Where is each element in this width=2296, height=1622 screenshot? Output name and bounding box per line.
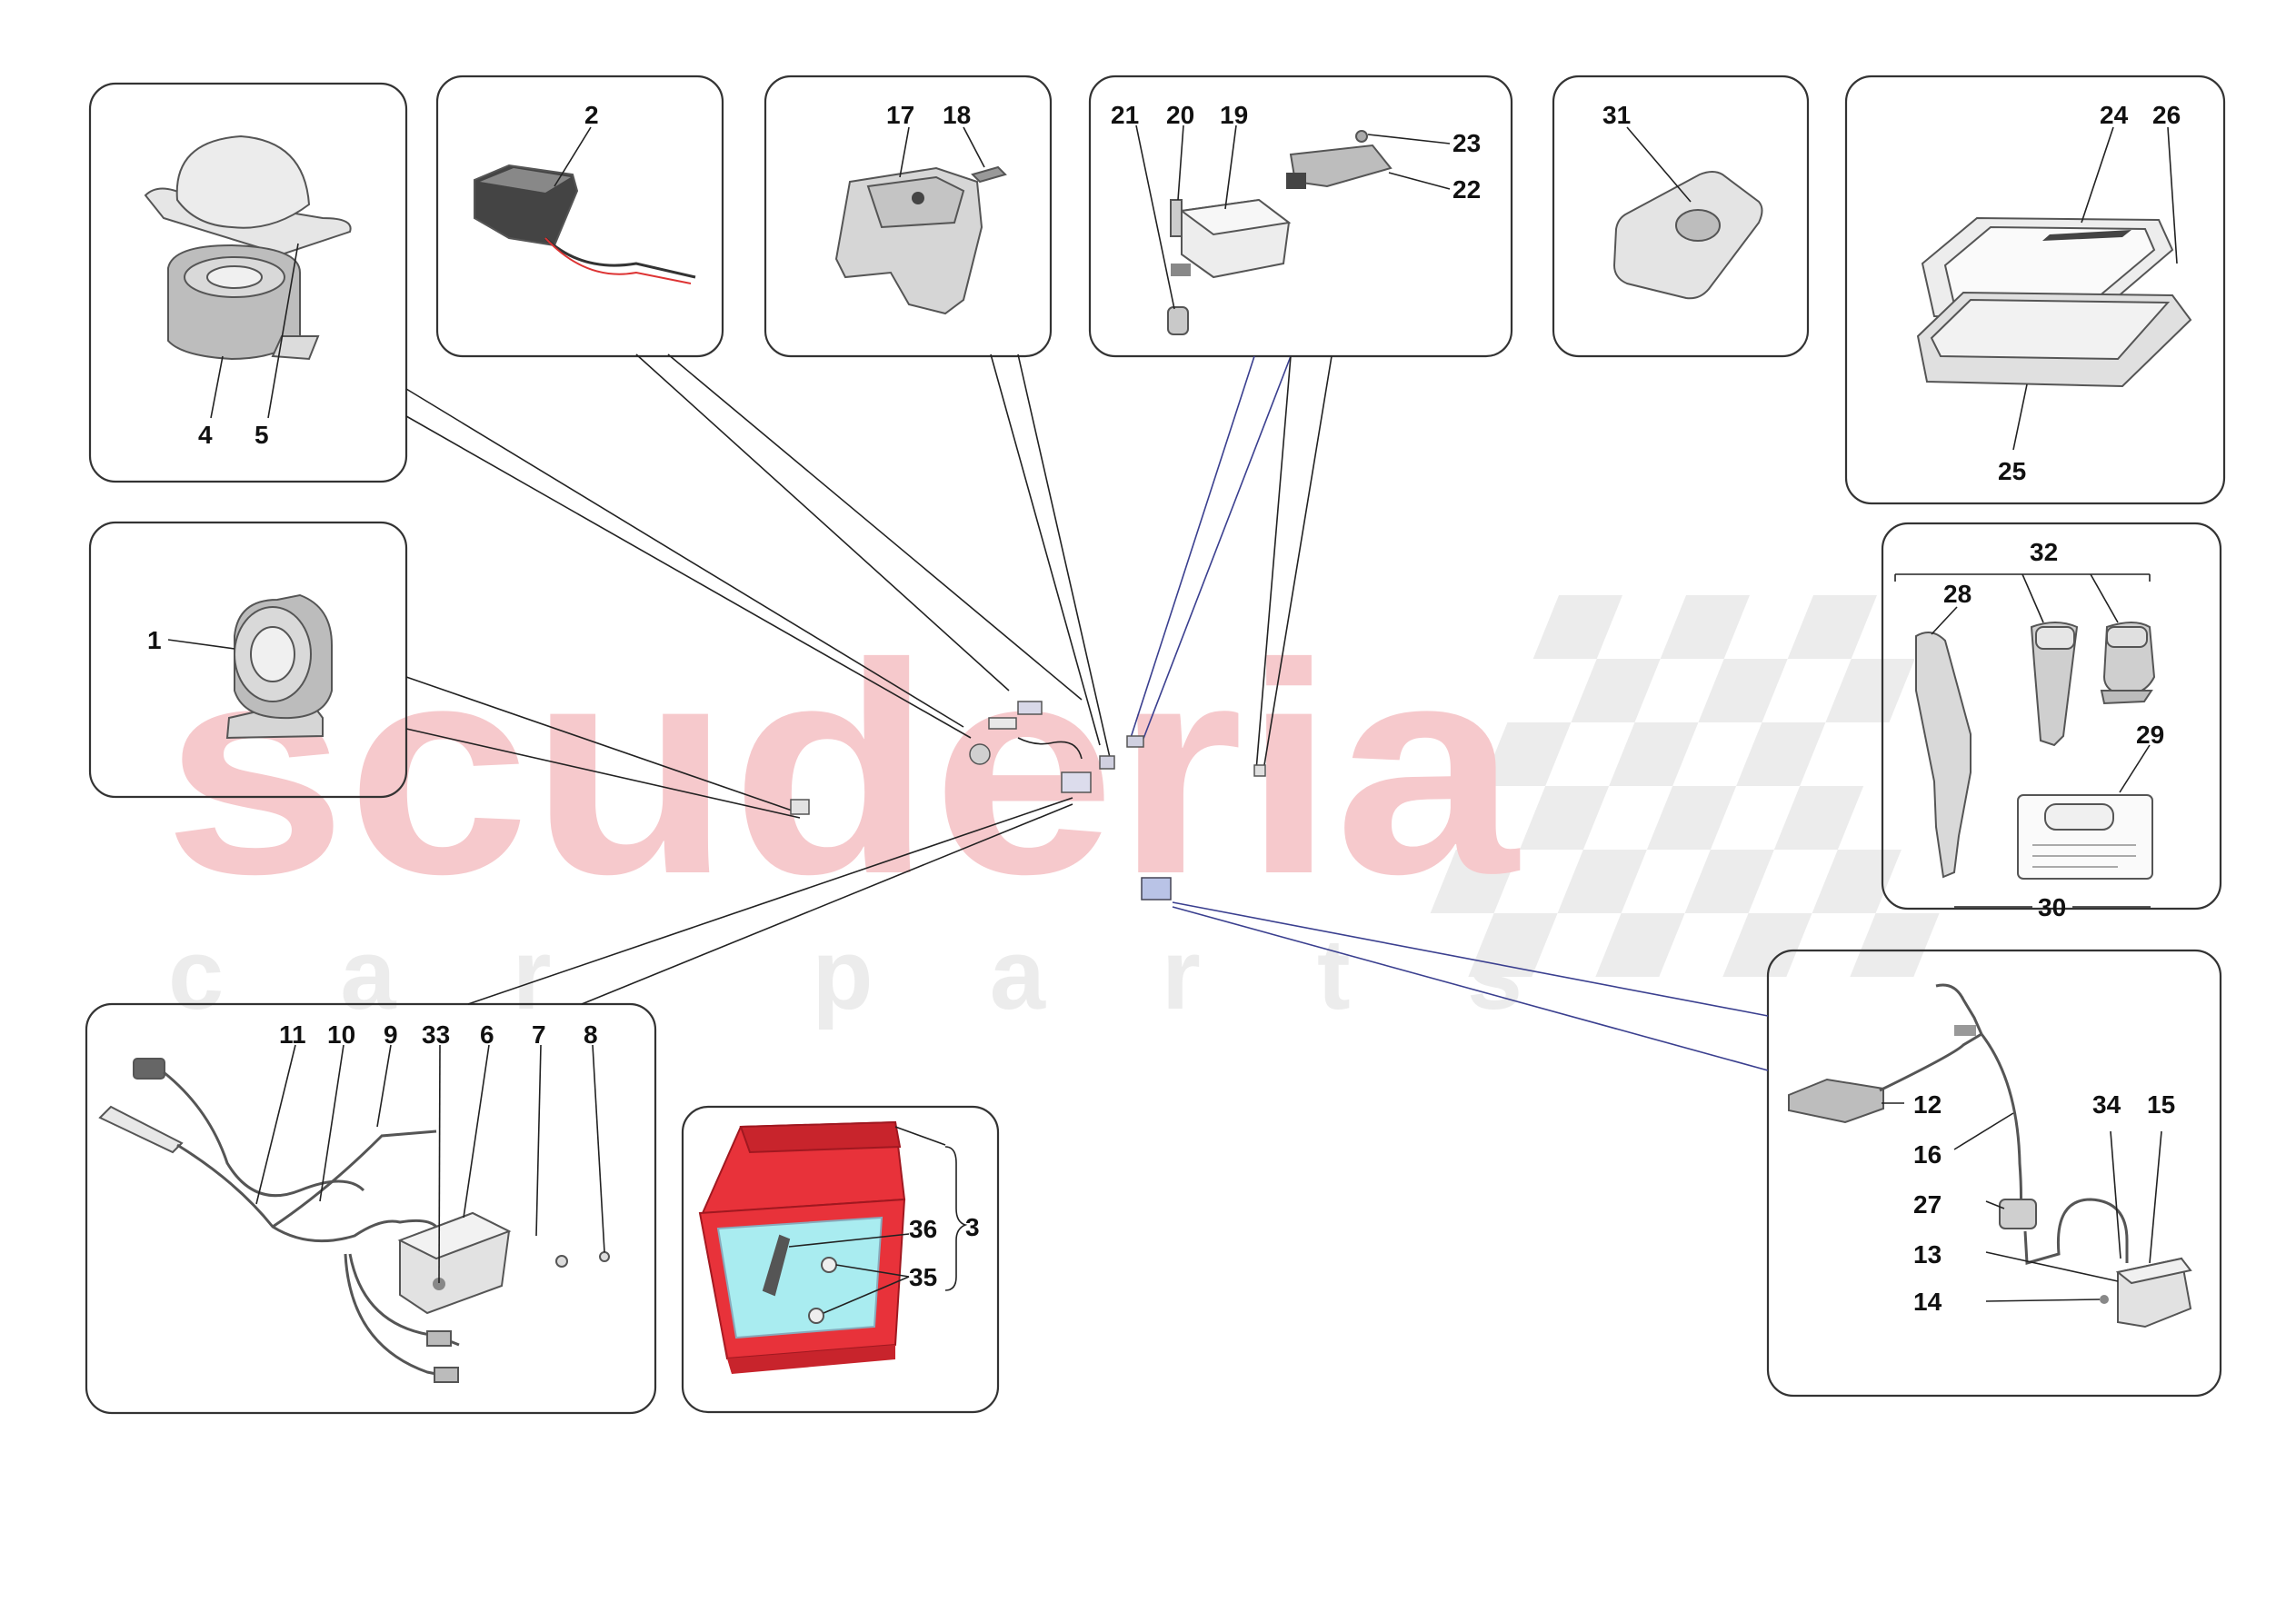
label-12: 12 — [1913, 1090, 1942, 1119]
panel-key-fob — [1552, 75, 1810, 358]
label-4: 4 — [198, 421, 213, 449]
label-31: 31 — [1602, 101, 1631, 129]
label-13: 13 — [1913, 1240, 1942, 1269]
siren-speaker-drawing: 4 5 — [144, 134, 352, 449]
label-26: 26 — [2152, 101, 2181, 129]
panel-key-holder — [1844, 75, 2226, 505]
watermark-sub: c a r p a r t s — [168, 919, 1522, 1030]
siren-drawing: 1 — [147, 593, 333, 740]
label-34: 34 — [2092, 1090, 2121, 1119]
label-5: 5 — [255, 421, 269, 449]
label-16: 16 — [1913, 1140, 1942, 1169]
label-28: 28 — [1943, 580, 1972, 608]
label-18: 18 — [943, 101, 971, 129]
label-2: 2 — [584, 101, 599, 129]
panel-siren — [88, 521, 408, 799]
label-20: 20 — [1166, 101, 1194, 129]
panel-switch — [764, 75, 1053, 358]
label-24: 24 — [2100, 101, 2129, 129]
label-9: 9 — [384, 1020, 398, 1049]
key-fob-drawing: 31 — [1602, 101, 1763, 300]
panel-antenna-module — [1766, 949, 2222, 1398]
label-10: 10 — [327, 1020, 355, 1049]
key-holder-drawing: 24 26 25 — [1916, 101, 2192, 485]
label-14: 14 — [1913, 1288, 1942, 1316]
checkered-flag-watermark — [1430, 595, 1940, 977]
panel-connector — [435, 75, 724, 358]
panel-lock-cylinders — [1881, 522, 2222, 911]
panel-siren-speaker — [88, 82, 408, 483]
connector-drawing: 2 — [474, 101, 696, 284]
label-11: 11 — [279, 1020, 306, 1049]
panel-tool-case — [681, 1105, 1000, 1414]
watermark: scuderia c a r p a r t s — [164, 595, 1940, 1030]
tool-case-drawing: 36 35 3 — [698, 1120, 980, 1374]
label-32: 32 — [2030, 538, 2058, 566]
label-25: 25 — [1998, 457, 2026, 485]
switch-drawing: 17 18 — [834, 101, 1007, 315]
lock-cylinders-drawing: 32 28 29 30 — [1894, 538, 2164, 921]
label-27: 27 — [1913, 1190, 1942, 1219]
tracker-drawing: 11 10 9 33 6 7 8 — [98, 1020, 610, 1383]
label-23: 23 — [1452, 129, 1481, 157]
panel-frames — [85, 75, 2226, 1415]
label-1: 1 — [147, 626, 162, 654]
label-22: 22 — [1452, 175, 1481, 204]
label-3: 3 — [965, 1213, 980, 1241]
label-7: 7 — [532, 1020, 546, 1049]
label-15: 15 — [2147, 1090, 2175, 1119]
label-33: 33 — [422, 1020, 450, 1049]
label-35: 35 — [909, 1263, 937, 1291]
label-30: 30 — [2038, 893, 2066, 921]
label-19: 19 — [1220, 101, 1248, 129]
panel-module-19 — [1088, 75, 1513, 358]
module-19-drawing: 21 20 19 23 22 — [1111, 101, 1481, 335]
panel-tracker — [85, 1002, 657, 1415]
label-17: 17 — [886, 101, 914, 129]
panel-leaders — [405, 353, 1769, 1071]
label-29: 29 — [2136, 721, 2164, 749]
watermark-brand: scuderia — [164, 601, 1520, 936]
car-installation-parts — [790, 701, 1266, 901]
antenna-module-drawing: 12 16 27 13 14 34 15 — [1788, 983, 2192, 1328]
label-21: 21 — [1111, 101, 1139, 129]
label-8: 8 — [584, 1020, 598, 1049]
label-6: 6 — [480, 1020, 494, 1049]
label-36: 36 — [909, 1215, 937, 1243]
